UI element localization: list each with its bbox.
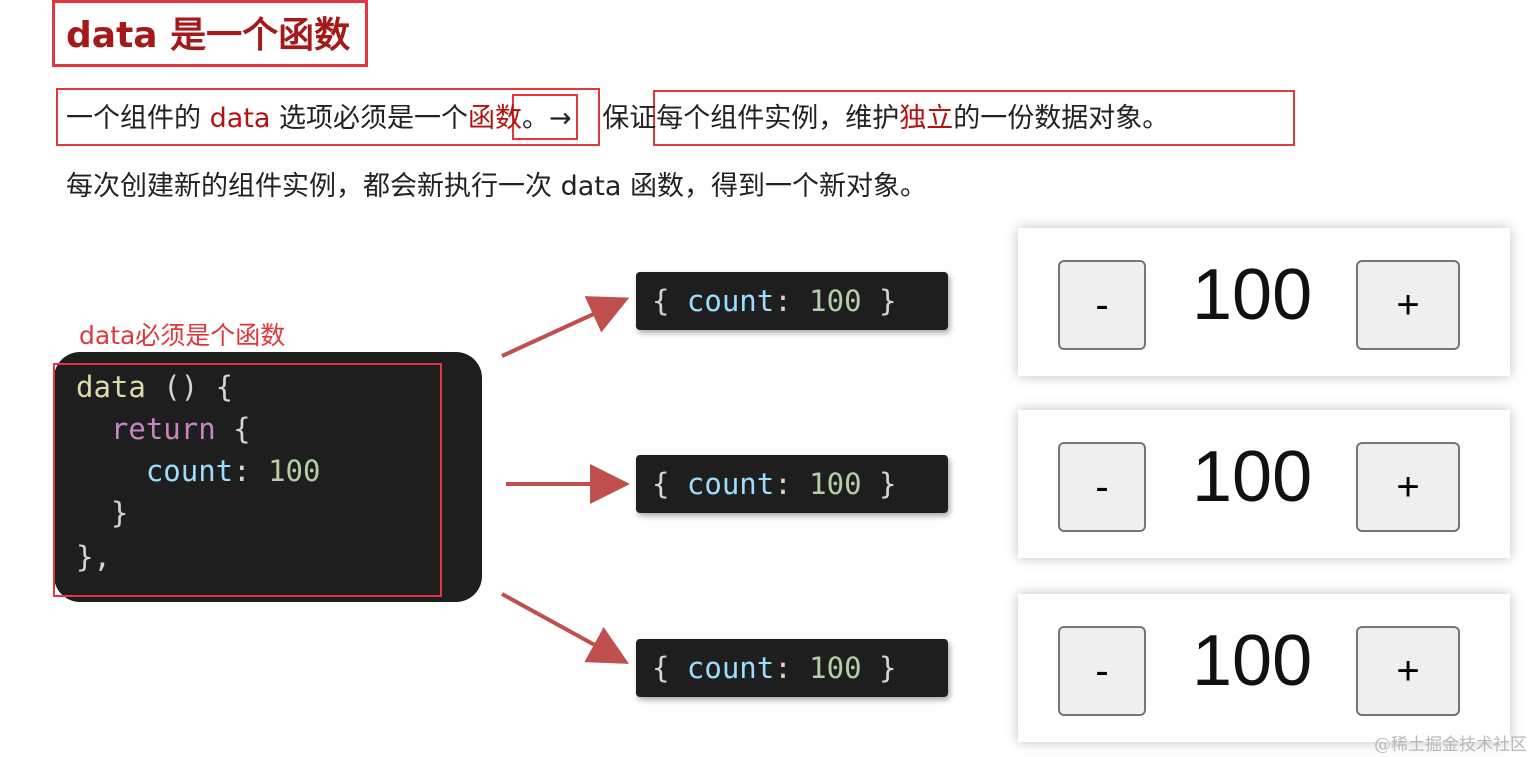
- code-block: [54, 352, 482, 602]
- object-number: 100: [809, 467, 862, 501]
- decrement-button[interactable]: -: [1058, 626, 1146, 716]
- counter-value: 100: [1192, 621, 1313, 701]
- object-prop: count: [686, 651, 775, 685]
- increment-button[interactable]: +: [1356, 626, 1460, 716]
- statement-text-2: 选项必须是一个: [270, 103, 469, 134]
- code-return-keyword: return: [110, 412, 216, 446]
- object-brace-close: }: [861, 284, 897, 318]
- code-fn-name: data: [76, 370, 146, 404]
- statement-box: [56, 88, 600, 146]
- object-colon: :: [774, 467, 810, 501]
- independent-keyword: 独立: [899, 103, 954, 134]
- data-keyword: data: [209, 103, 271, 134]
- code-highlight-box: [53, 363, 442, 597]
- code-text: {: [215, 412, 251, 446]
- statement-text-1: 一个组件的: [66, 103, 210, 134]
- function-keyword: 函数: [468, 103, 523, 134]
- decrement-button[interactable]: -: [1058, 442, 1146, 532]
- function-label: data必须是个函数: [79, 321, 286, 350]
- statement-text-3: 。→: [522, 103, 581, 134]
- counter-value: 100: [1192, 437, 1313, 517]
- object-prop: count: [686, 467, 775, 501]
- explanation-line: 每次创建新的组件实例，都会新执行一次 data 函数，得到一个新对象。: [66, 171, 927, 202]
- code-line-3: count: 100: [76, 454, 321, 488]
- object-number: 100: [809, 651, 862, 685]
- statement-line: 一个组件的 data 选项必须是一个函数。→ 保证每个组件实例，维护独立的一份数…: [66, 96, 1169, 135]
- page-title: data 是一个函数: [66, 15, 351, 56]
- code-line-1: data () {: [76, 370, 233, 404]
- title-box: [52, 0, 368, 67]
- arrow-to-object-1: [501, 296, 630, 358]
- conclusion-box: [653, 90, 1295, 146]
- object-badge-1: { count: 100 }: [636, 272, 948, 330]
- object-brace-close: }: [861, 467, 897, 501]
- counter-card-1: - 100 +: [1018, 228, 1510, 376]
- object-prop: count: [686, 284, 775, 318]
- code-text: :: [233, 454, 269, 488]
- watermark: @稀土掘金技术社区: [1374, 735, 1527, 755]
- decrement-button[interactable]: -: [1058, 260, 1146, 350]
- code-prop: count: [145, 454, 234, 488]
- object-badge-3: { count: 100 }: [636, 639, 948, 697]
- counter-card-3: - 100 +: [1018, 594, 1510, 742]
- code-line-5: },: [76, 540, 111, 574]
- object-number: 100: [809, 284, 862, 318]
- arrow-to-object-3: [501, 592, 630, 664]
- conclusion-text-2: 的一份数据对象。: [953, 103, 1170, 134]
- increment-button[interactable]: +: [1356, 442, 1460, 532]
- object-colon: :: [774, 284, 810, 318]
- code-line-2: return {: [76, 412, 251, 446]
- code-text: () {: [145, 370, 234, 404]
- function-word-box: [512, 94, 578, 140]
- object-colon: :: [774, 651, 810, 685]
- counter-card-2: - 100 +: [1018, 410, 1510, 558]
- increment-button[interactable]: +: [1356, 260, 1460, 350]
- conclusion-text-1: 保证每个组件实例，维护: [602, 103, 900, 134]
- code-line-4: }: [76, 496, 129, 530]
- object-brace-open: {: [652, 651, 687, 685]
- counter-value: 100: [1192, 255, 1313, 335]
- code-number: 100: [268, 454, 321, 488]
- object-brace-close: }: [861, 651, 897, 685]
- object-badge-2: { count: 100 }: [636, 455, 948, 513]
- object-brace-open: {: [652, 467, 687, 501]
- object-brace-open: {: [652, 284, 687, 318]
